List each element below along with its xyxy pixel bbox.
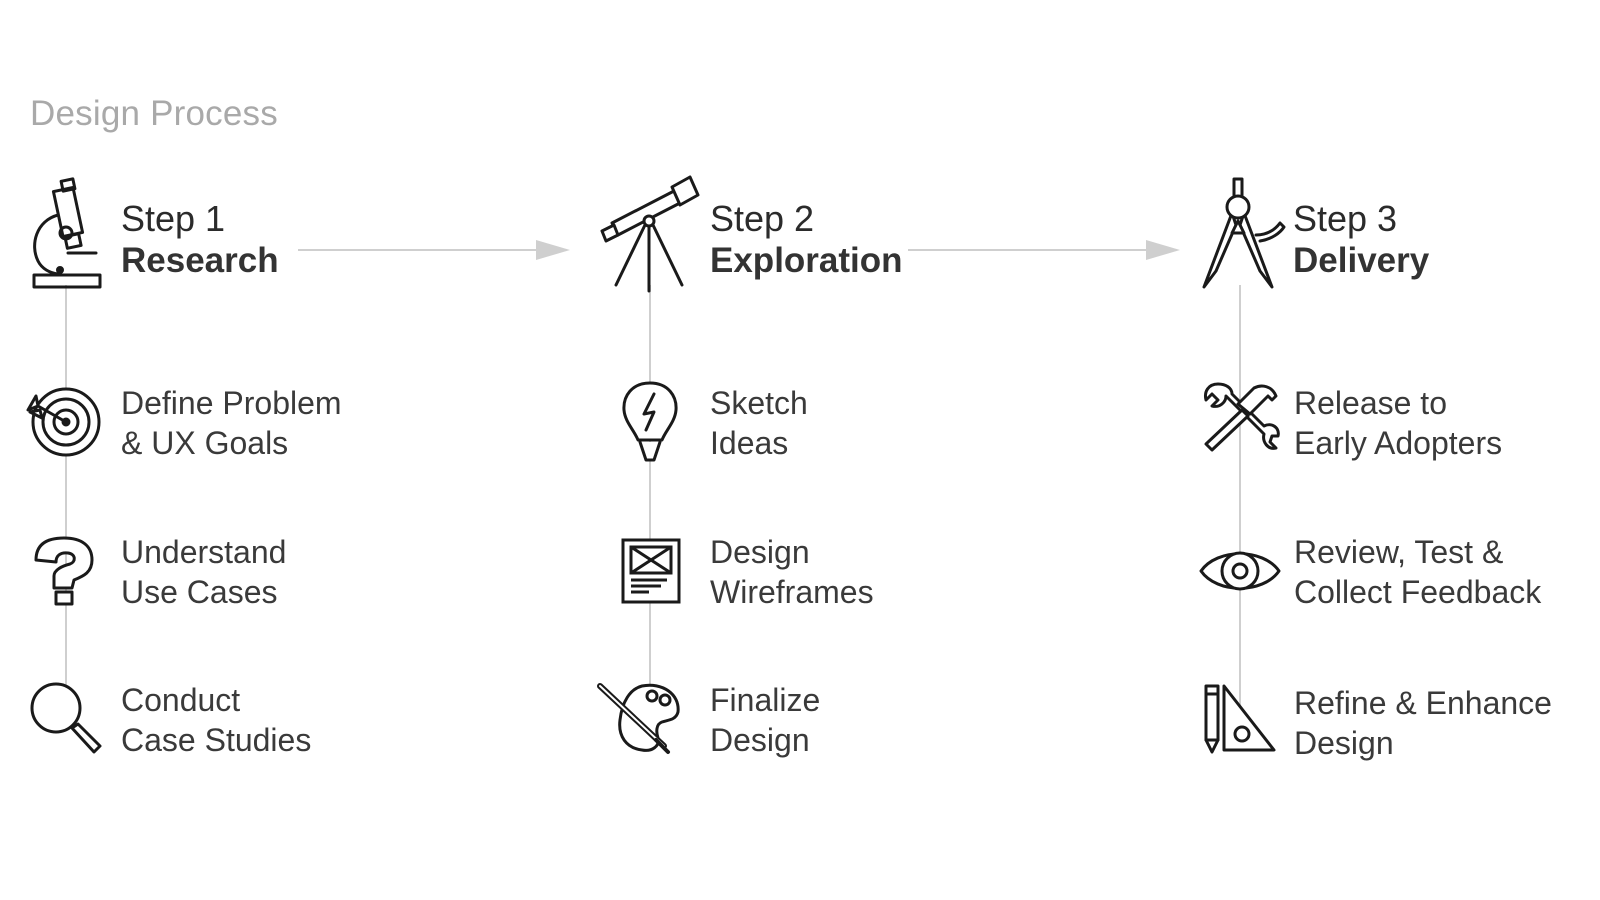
wireframe-icon — [621, 538, 681, 604]
task-line-2: Collect Feedback — [1294, 574, 1542, 610]
step-1-connector — [65, 285, 67, 705]
task-line-1: Finalize — [710, 682, 821, 718]
task-line-2: Early Adopters — [1294, 425, 1503, 461]
telescope-icon — [600, 175, 704, 293]
step-2-connector — [649, 285, 651, 705]
task-line-1: Refine & Enhance — [1294, 685, 1552, 721]
step-1-name: Research — [121, 241, 279, 280]
step-2-name: Exploration — [710, 241, 903, 280]
task-refine-enhance: Refine & Enhance Design — [1294, 683, 1552, 763]
step-2-number: Step 2 — [710, 198, 815, 239]
palette-icon — [597, 680, 682, 756]
task-line-1: Design — [710, 534, 810, 570]
step-1-header: Step 1 Research — [121, 198, 279, 282]
task-line-2: Ideas — [710, 425, 789, 461]
question-mark-icon — [32, 536, 98, 608]
task-review-test-feedback: Review, Test & Collect Feedback — [1294, 532, 1541, 612]
arrow-step2-to-step3 — [908, 240, 1180, 260]
step-3-header: Step 3 Delivery — [1293, 198, 1429, 282]
task-line-1: Release to — [1294, 385, 1447, 421]
task-release-early-adopters: Release to Early Adopters — [1294, 383, 1502, 463]
task-line-1: Review, Test & — [1294, 534, 1504, 570]
microscope-icon — [28, 175, 104, 293]
task-understand-use-cases: Understand Use Cases — [121, 532, 286, 612]
tools-icon — [1202, 382, 1280, 454]
task-sketch-ideas: Sketch Ideas — [710, 383, 808, 463]
step-3-number: Step 3 — [1293, 198, 1398, 239]
task-line-1: Understand — [121, 534, 287, 570]
step-2-header: Step 2 Exploration — [710, 198, 903, 282]
task-line-2: Design — [1294, 725, 1394, 761]
task-finalize-design: Finalize Design — [710, 680, 820, 760]
magnifier-icon — [28, 680, 104, 756]
task-line-2: & UX Goals — [121, 425, 289, 461]
task-define-problem: Define Problem & UX Goals — [121, 383, 342, 463]
step-3-name: Delivery — [1293, 241, 1430, 280]
pencil-triangle-icon — [1204, 682, 1278, 754]
page-title: Design Process — [30, 94, 278, 133]
task-line-1: Define Problem — [121, 385, 342, 421]
task-line-1: Conduct — [121, 682, 241, 718]
task-design-wireframes: Design Wireframes — [710, 532, 874, 612]
task-line-2: Wireframes — [710, 574, 874, 610]
task-line-2: Design — [710, 722, 810, 758]
lightbulb-icon — [620, 380, 680, 466]
compass-icon — [1198, 175, 1288, 297]
step-3-connector — [1239, 285, 1241, 705]
task-line-2: Use Cases — [121, 574, 278, 610]
task-line-1: Sketch — [710, 385, 808, 421]
arrow-step1-to-step2 — [298, 240, 570, 260]
step-1-number: Step 1 — [121, 198, 226, 239]
task-case-studies: Conduct Case Studies — [121, 680, 311, 760]
target-icon — [24, 384, 104, 460]
task-line-2: Case Studies — [121, 722, 312, 758]
eye-icon — [1199, 544, 1281, 598]
